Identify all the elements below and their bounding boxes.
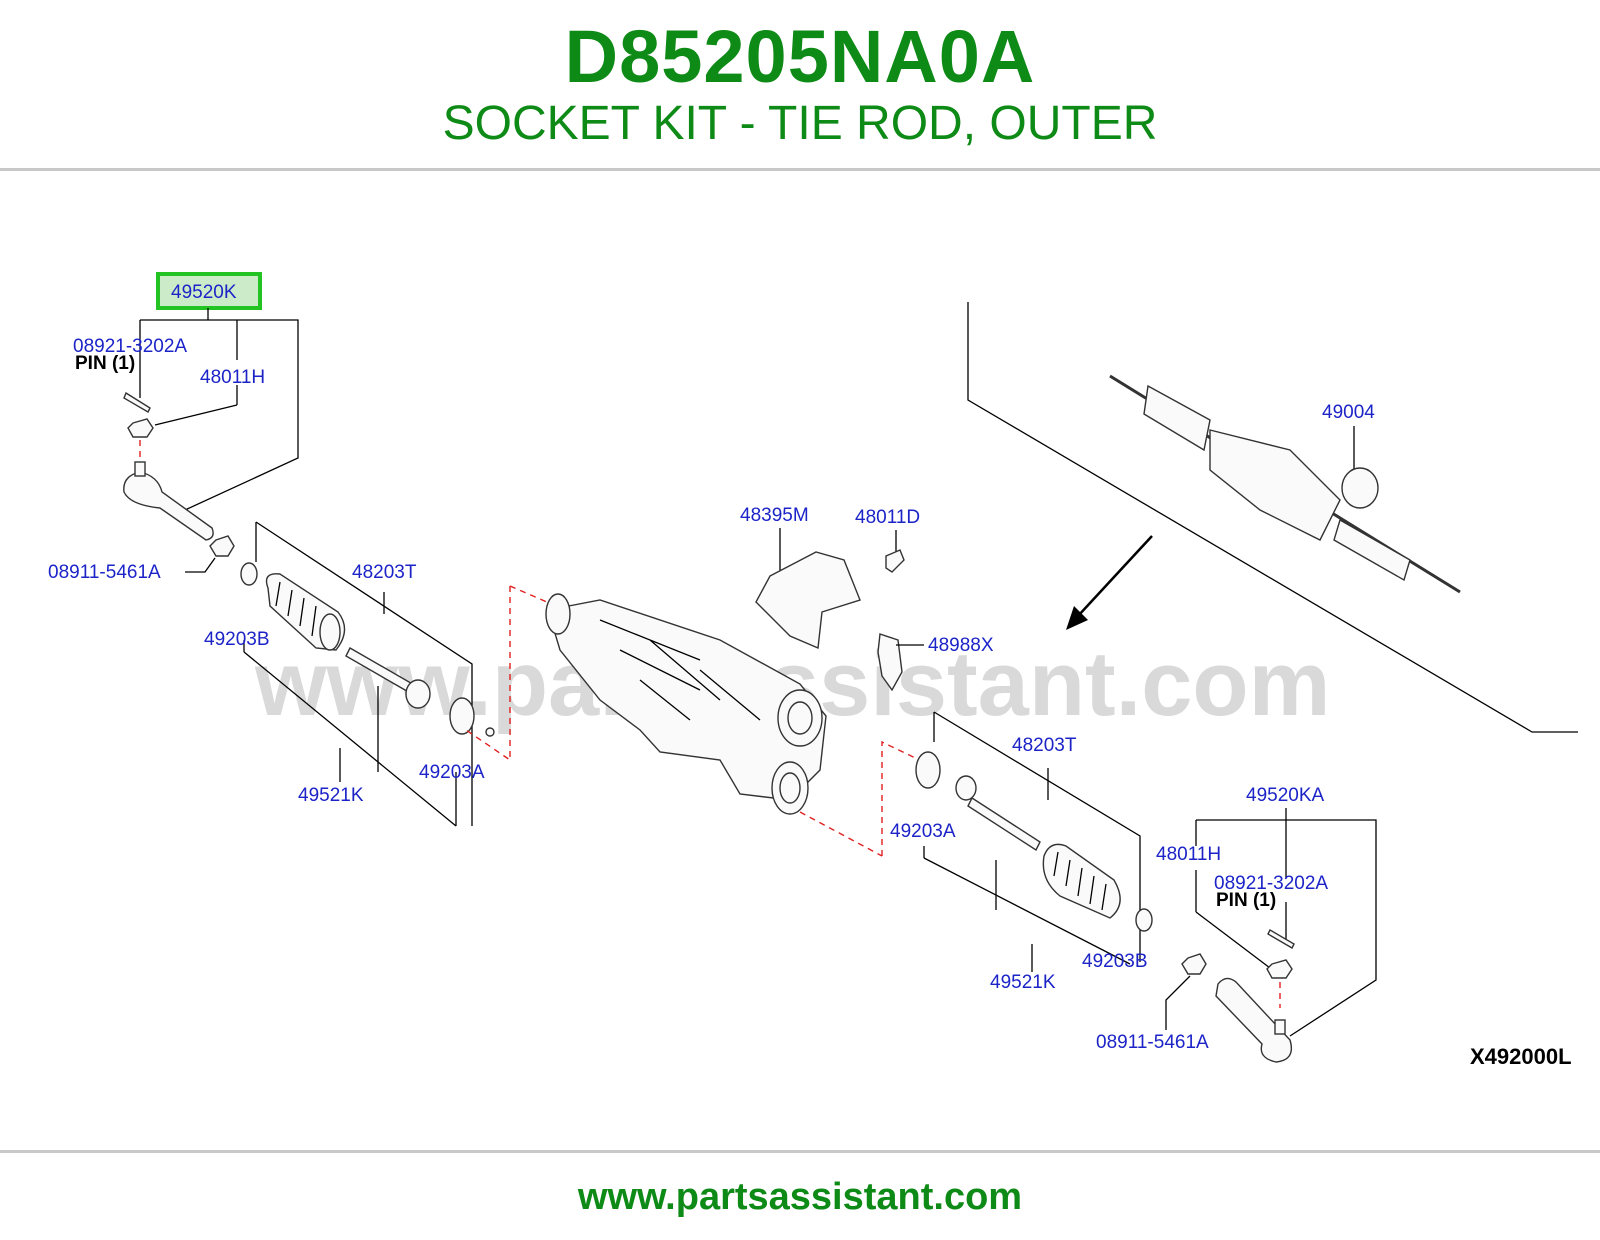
- leader: [1165, 975, 1191, 1030]
- castle-nut-right: [1266, 959, 1293, 979]
- label-pin-left: PIN (1): [75, 353, 135, 374]
- inner-ball-right: [955, 775, 977, 801]
- rack-boot-left: [1143, 384, 1211, 452]
- castle-nut: [127, 418, 154, 438]
- lock-nut-left: [209, 535, 235, 557]
- diagram-panel: [0, 270, 1600, 1090]
- label-49520KA[interactable]: 49520KA: [1246, 785, 1325, 806]
- housing-end-right-inner: [779, 772, 801, 804]
- boot-clamp-left: [240, 562, 258, 586]
- left-tie-rod-end-group: 49520K 08921-3202A PIN (1) 48011H 08911-…: [48, 272, 299, 583]
- housing-end-left: [545, 593, 571, 635]
- label-49203B-left[interactable]: 49203B: [204, 629, 270, 650]
- header-divider: [0, 168, 1600, 171]
- frame-line: [243, 651, 457, 827]
- inner-tie-rod-right: [967, 796, 1041, 852]
- left-boot-group: 48203T 49203B 49521K 49203A: [204, 521, 495, 827]
- label-49520K[interactable]: 49520K: [171, 282, 237, 303]
- label-48203T-right[interactable]: 48203T: [1012, 735, 1077, 756]
- label-49004[interactable]: 49004: [1322, 402, 1375, 423]
- boot-opening: [319, 613, 341, 651]
- label-pin-right: PIN (1): [1216, 890, 1276, 911]
- boot-ribs: [1053, 851, 1107, 911]
- inset-border: [967, 302, 1578, 733]
- lock-nut-right: [1181, 953, 1207, 975]
- frame-line: [923, 857, 1131, 965]
- gear-housing: [547, 599, 827, 801]
- leader: [1195, 911, 1271, 969]
- part-description: SOCKET KIT - TIE ROD, OUTER: [442, 97, 1158, 150]
- bracket-49520K: [140, 319, 299, 511]
- label-48988X[interactable]: 48988X: [928, 635, 994, 656]
- label-48203T-left[interactable]: 48203T: [352, 562, 417, 583]
- rack-boot-right: [1333, 518, 1411, 582]
- arrow-head: [1066, 606, 1088, 630]
- label-49203A-right[interactable]: 49203A: [890, 821, 956, 842]
- leader: [185, 557, 216, 573]
- label-49203A-left[interactable]: 49203A: [419, 762, 485, 783]
- stud: [134, 461, 146, 477]
- steering-boot-right: [1042, 843, 1121, 919]
- washer-right: [915, 751, 941, 789]
- label-08911-5461A-left[interactable]: 08911-5461A: [48, 562, 161, 583]
- shield: [877, 633, 903, 692]
- dashed-guide: [465, 586, 511, 762]
- label-48395M[interactable]: 48395M: [740, 505, 809, 526]
- boot-clamp-right: [1135, 908, 1153, 932]
- label-49521K-left[interactable]: 49521K: [298, 785, 364, 806]
- outer-tie-rod-end-left: [123, 471, 214, 541]
- pinion-inner: [787, 701, 813, 735]
- housing-detail: [599, 619, 761, 721]
- direction-arrow: [1077, 535, 1153, 617]
- assembly-inset: 49004: [967, 302, 1578, 733]
- bolt-48011D: 48011D: [855, 507, 920, 573]
- label-08921-3202A-right[interactable]: 08921-3202A: [1214, 873, 1328, 894]
- part-number-title: D85205NA0A: [564, 15, 1036, 98]
- label-49203B-right[interactable]: 49203B: [1082, 951, 1148, 972]
- outer-tie-rod-end-right: [1215, 977, 1293, 1063]
- dashed-guide: [509, 585, 557, 607]
- steering-gear-housing: [545, 593, 827, 815]
- footer-divider: [0, 1150, 1600, 1153]
- bolt-head: [885, 549, 905, 573]
- footer-url-link[interactable]: www.partsassistant.com: [577, 1176, 1023, 1218]
- stud-right: [1274, 1019, 1286, 1035]
- right-boot-group: 48203T 49203A 49521K 49203B: [890, 711, 1153, 993]
- cotter-pin-right: [1267, 929, 1295, 949]
- label-48011H-left[interactable]: 48011H: [200, 367, 265, 388]
- label-08911-5461A-right[interactable]: 08911-5461A: [1096, 1032, 1209, 1053]
- shield-48988X: 48988X: [877, 633, 994, 692]
- label-49521K-right[interactable]: 49521K: [990, 972, 1056, 993]
- insulator-bracket: [755, 551, 861, 650]
- boot-ribs: [275, 581, 329, 645]
- washer-left: [449, 697, 475, 735]
- washer-pin: [485, 727, 495, 737]
- label-48011H-right[interactable]: 48011H: [1156, 844, 1221, 865]
- leader: [154, 404, 238, 426]
- rack-housing: [1209, 429, 1341, 541]
- frame-line: [255, 521, 473, 826]
- dashed-guide: [881, 740, 929, 856]
- label-48011D[interactable]: 48011D: [855, 507, 920, 528]
- inner-ball-left: [405, 679, 431, 709]
- label-08921-3202A-left[interactable]: 08921-3202A: [73, 336, 187, 357]
- dashed-guide: [799, 811, 883, 857]
- cotter-pin: [123, 391, 151, 413]
- rack-pinion: [1341, 467, 1379, 509]
- highlight-box: [156, 272, 262, 310]
- figure-code: X492000L: [1470, 1044, 1572, 1069]
- insulator-48395M: 48395M: [740, 505, 861, 650]
- right-tie-rod-end-group: 49520KA 48011H 08921-3202A PIN (1) 08911…: [1096, 785, 1377, 1063]
